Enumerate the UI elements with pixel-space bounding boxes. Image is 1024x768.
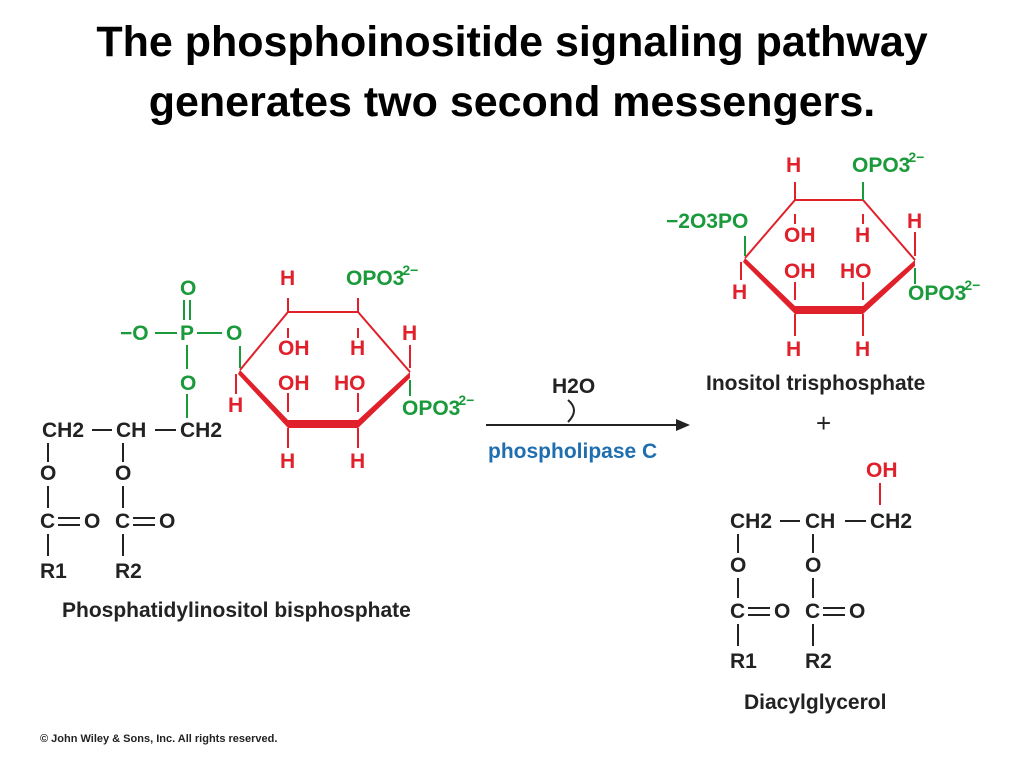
dag-carbonyl-oxygen-2: O bbox=[849, 600, 865, 623]
pip2-ring-oh-lower: OH bbox=[278, 372, 310, 395]
pip2-ester-oxygen-2: O bbox=[115, 462, 131, 485]
pip2-lower-oxygen: O bbox=[180, 372, 196, 395]
dag-name: Diacylglycerol bbox=[744, 691, 886, 714]
ip3-ring-h-left: H bbox=[732, 281, 747, 304]
pip2-phosphate-negative-oxygen: −O bbox=[120, 322, 149, 345]
pip2-ring-h-right: H bbox=[402, 322, 417, 345]
dag-ester-oxygen-2: O bbox=[805, 554, 821, 577]
pip2-r1: R1 bbox=[40, 560, 67, 583]
ip3-ring-h-right: H bbox=[907, 210, 922, 233]
plus-sign: + bbox=[816, 408, 831, 438]
pip2-ring-h-upper: H bbox=[350, 337, 365, 360]
pip2-ch-middle: CH bbox=[116, 419, 146, 442]
pip2-carbonyl-carbon-2: C bbox=[115, 510, 130, 533]
ip3-left-phosphate: −2O3PO bbox=[666, 210, 748, 233]
pip2-ring-h-bottom-2: H bbox=[350, 450, 365, 473]
pip2-ch2-left: CH2 bbox=[42, 419, 84, 442]
dag-r1: R1 bbox=[730, 650, 757, 673]
pip2-ring-h-left: H bbox=[228, 394, 243, 417]
dag-ester-oxygen-1: O bbox=[730, 554, 746, 577]
pip2-phosphorus: P bbox=[180, 322, 194, 345]
ip3-ring-oh-lower: OH bbox=[784, 260, 816, 283]
ip3-opo3-top: OPO32− bbox=[852, 149, 924, 177]
pip2-glycerol-backbone: CH2 CH CH2 O O C O C O bbox=[40, 419, 222, 583]
pip2-ring-h-bottom-1: H bbox=[280, 450, 295, 473]
dag-ch2-right: CH2 bbox=[870, 510, 912, 533]
pip2-carbonyl-carbon-1: C bbox=[40, 510, 55, 533]
dag-ch-middle: CH bbox=[805, 510, 835, 533]
pip2-inositol-ring: H OPO32− OH H H OH HO H OPO32− H H bbox=[228, 262, 474, 473]
ip3-molecule: H OPO32− −2O3PO OH H H OH HO H OPO32− H … bbox=[666, 149, 980, 395]
dag-ch2-left: CH2 bbox=[730, 510, 772, 533]
ip3-ring-h-upper: H bbox=[855, 224, 870, 247]
slide-title-line-2: generates two second messengers. bbox=[148, 78, 876, 126]
pip2-ring-h-top-1: H bbox=[280, 267, 295, 290]
dag-carbonyl-oxygen-1: O bbox=[774, 600, 790, 623]
ip3-ring-h-bottom-2: H bbox=[855, 338, 870, 361]
pip2-ring-ho-lower: HO bbox=[334, 372, 366, 395]
pip2-carbonyl-oxygen-1: O bbox=[84, 510, 100, 533]
pip2-carbonyl-oxygen-2: O bbox=[159, 510, 175, 533]
pip2-phosphate-group: O −O P O O bbox=[120, 277, 242, 418]
ip3-ring-h-top: H bbox=[786, 154, 801, 177]
dag-hydroxyl: OH bbox=[866, 459, 898, 482]
pip2-molecule: O −O P O O CH2 CH CH2 O bbox=[40, 262, 474, 622]
ip3-ring-h-bottom-1: H bbox=[786, 338, 801, 361]
dag-r2: R2 bbox=[805, 650, 832, 673]
ip3-ring-oh-upper: OH bbox=[784, 224, 816, 247]
pip2-r2: R2 bbox=[115, 560, 142, 583]
dag-molecule: OH CH2 CH CH2 O O C O C O R1 R2 bbox=[730, 459, 912, 714]
pip2-name: Phosphatidylinositol bisphosphate bbox=[62, 599, 411, 622]
dag-carbonyl-carbon-1: C bbox=[730, 600, 745, 623]
slide-title-line-1: The phosphoinositide signaling pathway bbox=[96, 18, 928, 66]
pip2-opo3-right: OPO32− bbox=[402, 392, 474, 420]
ip3-opo3-right: OPO32− bbox=[908, 277, 980, 305]
pip2-phosphate-top-oxygen: O bbox=[180, 277, 196, 300]
pip2-ch2-right: CH2 bbox=[180, 419, 222, 442]
reaction-arrow-group: H2O phospholipase C bbox=[486, 375, 690, 463]
pip2-bridge-oxygen: O bbox=[226, 322, 242, 345]
reagent-water: H2O bbox=[552, 375, 595, 398]
dag-carbonyl-carbon-2: C bbox=[805, 600, 820, 623]
pip2-ring-oh-upper: OH bbox=[278, 337, 310, 360]
ip3-name: Inositol trisphosphate bbox=[706, 372, 925, 395]
pip2-opo3-top: OPO32− bbox=[346, 262, 418, 290]
enzyme-label: phospholipase C bbox=[488, 440, 657, 463]
copyright-notice: © John Wiley & Sons, Inc. All rights res… bbox=[40, 733, 277, 745]
pip2-ester-oxygen-1: O bbox=[40, 462, 56, 485]
ip3-ring-ho-lower: HO bbox=[840, 260, 872, 283]
